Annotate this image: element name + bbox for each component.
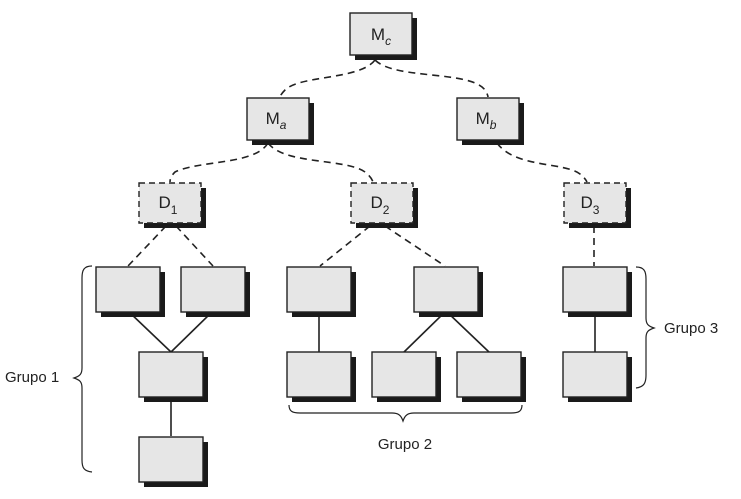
node-d1-sub: 1: [171, 203, 178, 217]
group3-boxes: [562, 266, 632, 402]
group2-boxes: [286, 266, 526, 402]
link-ma-d1: [169, 142, 269, 183]
link-g1a-g1c: [127, 310, 172, 353]
svg-text:Mb: Mb: [476, 109, 497, 132]
group1-box-a: [95, 266, 165, 317]
node-mc: Mc: [349, 12, 417, 60]
svg-text:Mc: Mc: [371, 25, 391, 48]
group1-label: Grupo 1: [5, 369, 59, 386]
link-g2b-g2d: [403, 310, 447, 353]
node-mc-main: M: [371, 25, 385, 44]
link-d1-leaf1: [127, 225, 167, 267]
group1-brace: [72, 265, 93, 473]
svg-text:Ma: Ma: [266, 109, 287, 132]
node-ma-main: M: [266, 109, 280, 128]
group3-label: Grupo 3: [664, 320, 718, 337]
group2-box-e: [456, 351, 526, 402]
link-d2-leaf3: [319, 225, 371, 267]
node-mc-sub: c: [385, 34, 391, 48]
svg-text:D1: D1: [159, 193, 178, 217]
group1-box-c: [138, 351, 208, 402]
group2-label: Grupo 2: [378, 436, 432, 453]
node-mb-sub: b: [490, 118, 497, 132]
group2-box-c: [286, 351, 356, 402]
group1-boxes: [95, 266, 250, 487]
node-mb: Mb: [456, 97, 524, 145]
node-d3-main: D: [581, 193, 593, 212]
link-d1-leaf2: [175, 225, 214, 267]
node-d1: D1: [138, 182, 206, 228]
link-mc-mb: [374, 59, 489, 98]
group2-box-b: [413, 266, 483, 317]
group3-box-a: [562, 266, 632, 317]
group1-box-d: [138, 436, 208, 487]
node-d2-sub: 2: [383, 203, 390, 217]
link-mb-d3: [496, 142, 588, 183]
svg-text:D2: D2: [371, 193, 390, 217]
link-mc-ma: [279, 59, 376, 98]
link-ma-d2: [267, 142, 374, 183]
braces: [72, 265, 656, 473]
group2-box-d: [371, 351, 441, 402]
node-d3: D3: [563, 182, 631, 228]
group1-box-b: [180, 266, 250, 317]
dashed-connectors: [127, 59, 595, 267]
node-ma: Ma: [246, 97, 314, 145]
solid-connectors: [127, 310, 596, 436]
group2-brace: [288, 404, 523, 423]
node-d2: D2: [350, 182, 418, 228]
group3-box-b: [562, 351, 632, 402]
node-ma-sub: a: [280, 118, 287, 132]
link-g2b-g2e: [445, 310, 490, 353]
link-d2-leaf4: [384, 225, 446, 267]
node-d1-main: D: [159, 193, 171, 212]
group2-box-a: [286, 266, 356, 317]
svg-text:D3: D3: [581, 193, 600, 217]
link-g1b-g1c: [170, 310, 214, 353]
group3-brace: [635, 266, 656, 389]
node-d2-main: D: [371, 193, 383, 212]
node-mb-main: M: [476, 109, 490, 128]
node-d3-sub: 3: [593, 203, 600, 217]
